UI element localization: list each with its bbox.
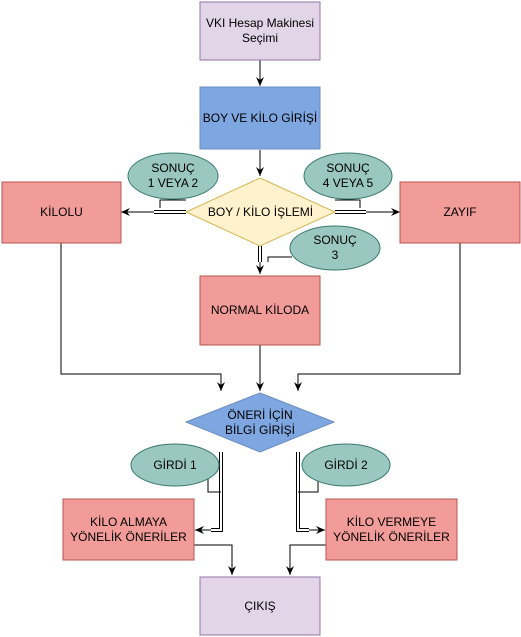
edge-overweight-to-advice	[60, 243, 225, 391]
edge-lose-to-exit	[286, 544, 326, 575]
node-input-shape	[199, 86, 321, 150]
label-result-3-shape	[289, 225, 381, 271]
node-gain-advice-shape	[62, 498, 195, 561]
labeled-connectors	[121, 208, 400, 534]
label-result-1-2-shape	[127, 152, 219, 200]
label-input-2-shape	[301, 443, 391, 487]
bubble-tails	[159, 199, 361, 493]
label-input-1-shape	[130, 443, 220, 487]
label-result-4-5-shape	[303, 152, 393, 200]
node-process-shape	[184, 177, 337, 247]
edge-advice-to-lose	[296, 452, 325, 534]
edge-underweight-to-advice	[294, 243, 461, 391]
node-underweight-shape	[399, 181, 521, 244]
edge-advice-to-gain	[195, 452, 223, 534]
node-normal-shape	[199, 275, 321, 346]
connectors	[60, 60, 461, 575]
node-overweight-shape	[1, 181, 122, 244]
node-exit-shape	[199, 576, 321, 636]
node-start-shape	[199, 1, 321, 61]
edge-gain-to-exit	[194, 544, 236, 575]
node-advice-input-shape	[184, 392, 336, 453]
node-lose-advice-shape	[325, 498, 458, 561]
